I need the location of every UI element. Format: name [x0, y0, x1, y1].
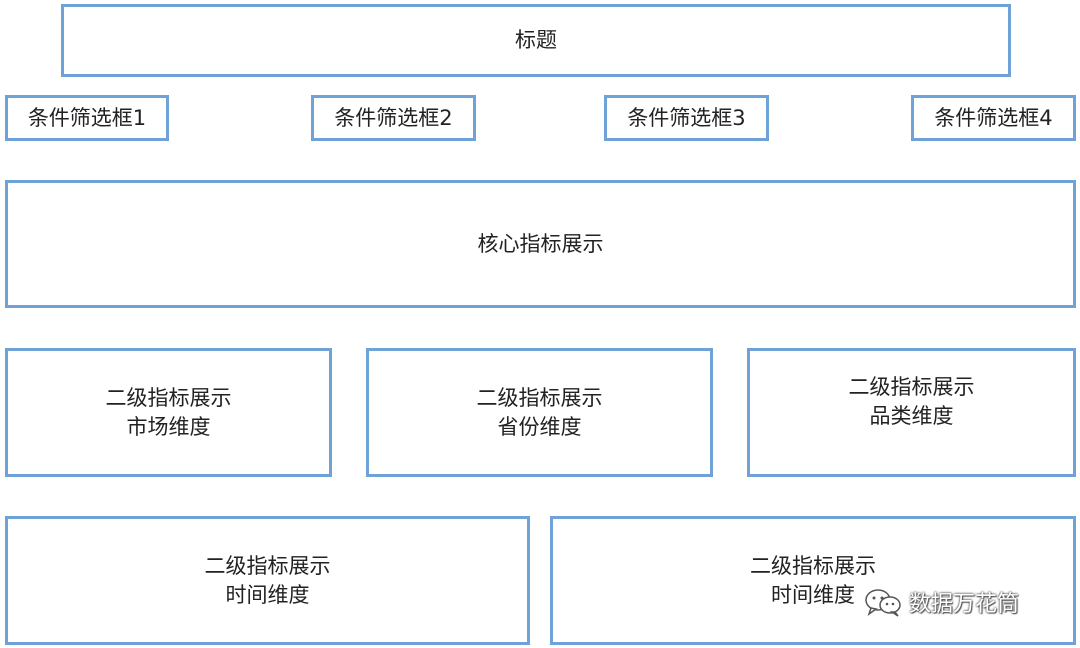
secondary-label: 二级指标展示 [848, 375, 975, 399]
title-box: 标题 [61, 4, 1011, 77]
wechat-icon [863, 587, 903, 617]
core-metrics-box: 核心指标展示 [5, 180, 1076, 308]
filter-label-2: 条件筛选框2 [334, 105, 453, 130]
secondary-label: 二级指标展示 [204, 553, 331, 578]
dimension-label: 时间维度 [225, 582, 310, 607]
secondary-time-box-2: 二级指标展示 时间维度 [550, 516, 1076, 645]
filter-label-3: 条件筛选框3 [627, 105, 746, 130]
filter-box-4[interactable]: 条件筛选框4 [911, 95, 1076, 141]
dimension-label: 省份维度 [497, 414, 582, 439]
dimension-label: 时间维度 [771, 582, 855, 607]
secondary-label: 二级指标展示 [105, 385, 232, 410]
filter-box-1[interactable]: 条件筛选框1 [5, 95, 169, 141]
dimension-label: 品类维度 [869, 404, 954, 428]
watermark: 数据万花筒 [863, 585, 1019, 619]
secondary-label: 二级指标展示 [476, 385, 603, 410]
filter-label-1: 条件筛选框1 [27, 105, 147, 130]
filter-label-4: 条件筛选框4 [934, 105, 1053, 130]
secondary-label: 二级指标展示 [750, 553, 876, 578]
watermark-text: 数据万花筒 [909, 592, 1020, 617]
filter-box-2[interactable]: 条件筛选框2 [311, 95, 476, 141]
dimension-label: 市场维度 [126, 414, 211, 439]
core-metrics-label: 核心指标展示 [477, 231, 604, 256]
secondary-category-box: 二级指标展示 品类维度 [747, 348, 1076, 477]
filter-box-3[interactable]: 条件筛选框3 [604, 95, 769, 141]
secondary-market-box: 二级指标展示 市场维度 [5, 348, 332, 477]
secondary-time-box-1: 二级指标展示 时间维度 [5, 516, 530, 645]
title-text: 标题 [515, 28, 557, 52]
secondary-province-box: 二级指标展示 省份维度 [366, 348, 713, 477]
